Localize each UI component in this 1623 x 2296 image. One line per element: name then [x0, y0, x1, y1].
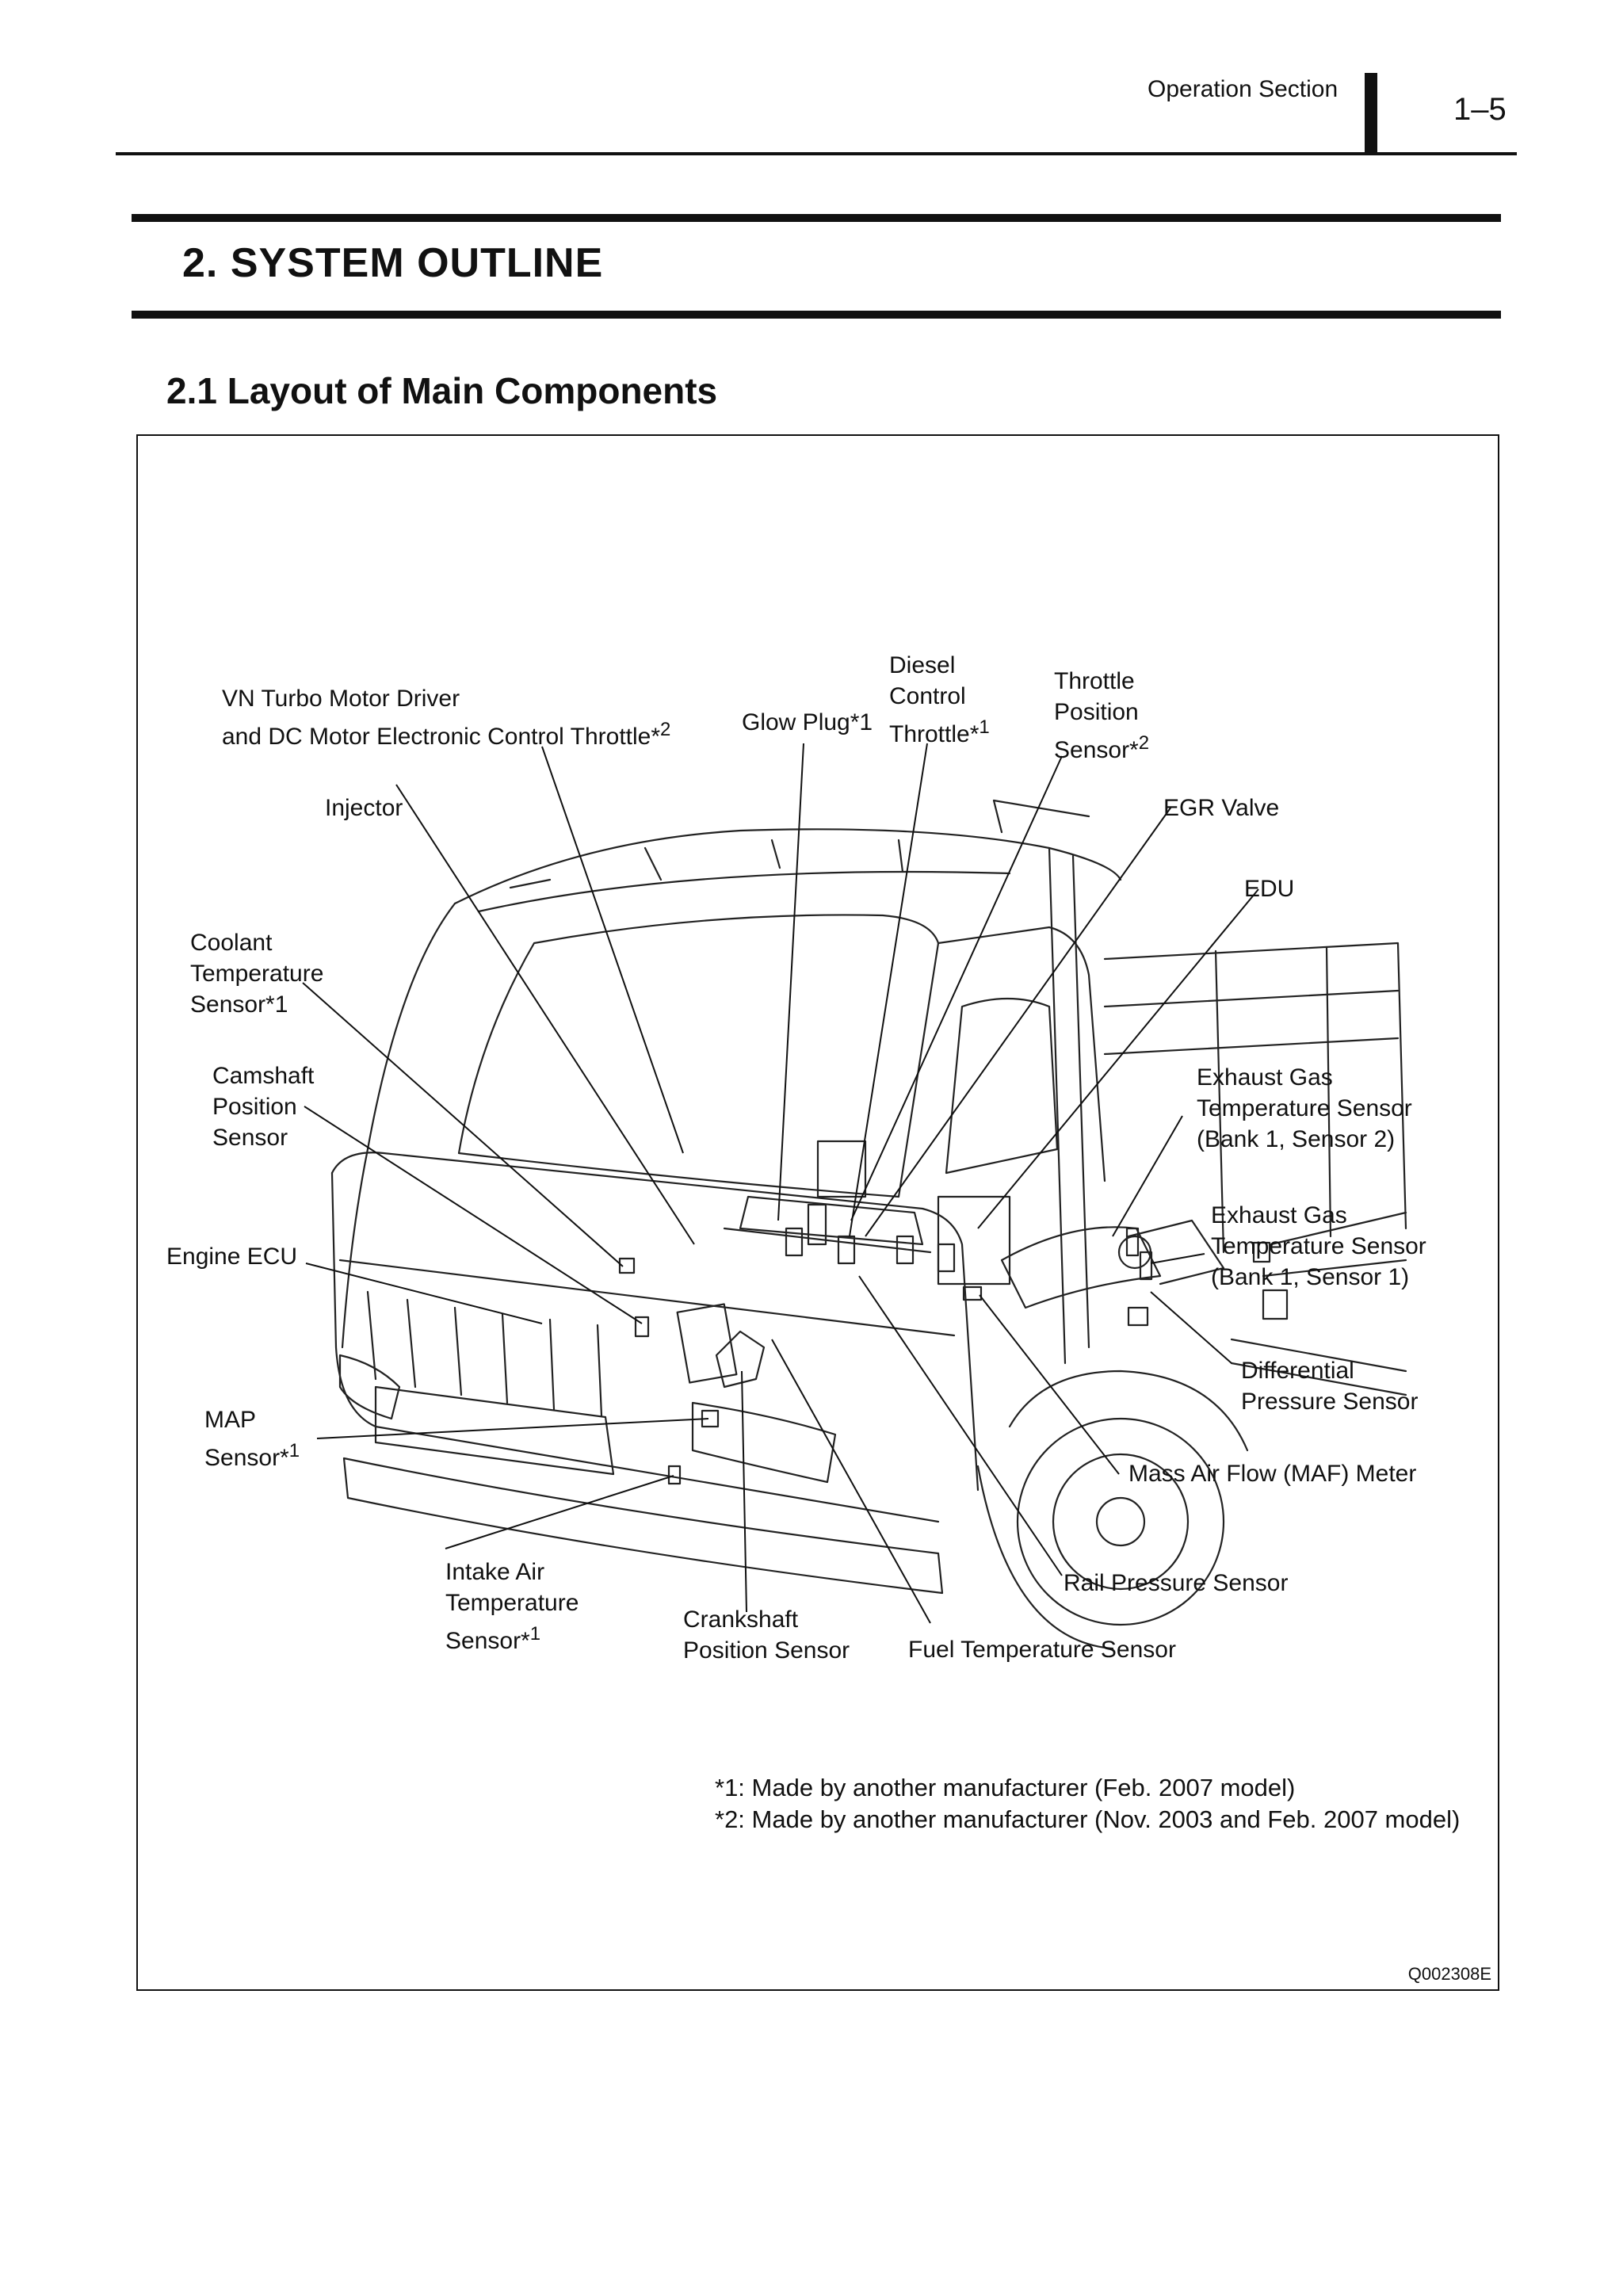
truck-illustration [330, 799, 1407, 1650]
label-fuel-temperature-sensor: Fuel Temperature Sensor [908, 1637, 1176, 1663]
label-rail-pressure-sensor: Rail Pressure Sensor [1064, 1570, 1289, 1596]
label-exhaust-gas-temp-sensor-2: Exhaust Gas Temperature Sensor (Bank 1, … [1197, 1064, 1412, 1152]
footnote-1: *1: Made by another manufacturer (Feb. 2… [715, 1774, 1296, 1801]
label-camshaft-position-sensor: Camshaft Position Sensor [212, 1063, 315, 1151]
label-differential-pressure-sensor: Differential Pressure Sensor [1241, 1358, 1419, 1415]
header-section-label: Operation Section [1148, 76, 1338, 102]
label-egr-valve: EGR Valve [1163, 795, 1280, 821]
label-vn-turbo: VN Turbo Motor Driver and DC Motor Elect… [222, 686, 671, 750]
page-title: 2. SYSTEM OUTLINE [182, 240, 604, 286]
label-intake-air-temp-sensor: Intake Air Temperature Sensor*1 [445, 1559, 579, 1654]
label-injector: Injector [325, 795, 403, 821]
label-crankshaft-position-sensor: Crankshaft Position Sensor [683, 1606, 850, 1664]
label-maf-meter: Mass Air Flow (MAF) Meter [1128, 1461, 1417, 1487]
label-coolant-temp-sensor: Coolant Temperature Sensor*1 [190, 930, 324, 1018]
label-engine-ecu: Engine ECU [166, 1244, 298, 1270]
figure-code: Q002308E [1407, 1964, 1491, 1984]
page-number: 1–5 [1453, 92, 1507, 127]
label-throttle-position-sensor: Throttle Position Sensor*2 [1054, 668, 1150, 763]
label-diesel-control-throttle: Diesel Control Throttle*1 [889, 652, 990, 747]
header-divider-bar [1365, 73, 1377, 154]
header-rule [116, 152, 1517, 155]
title-rule-bottom [132, 311, 1501, 319]
leader-lines [302, 743, 1259, 1624]
section-subtitle: 2.1 Layout of Main Components [166, 370, 718, 411]
label-edu: EDU [1244, 876, 1295, 902]
label-exhaust-gas-temp-sensor-1: Exhaust Gas Temperature Sensor (Bank 1, … [1211, 1202, 1426, 1290]
footnote-2: *2: Made by another manufacturer (Nov. 2… [715, 1805, 1461, 1833]
component-layout-figure: VN Turbo Motor Driver and DC Motor Elect… [136, 434, 1499, 1991]
title-rule-top [132, 214, 1501, 222]
label-map-sensor: MAP Sensor*1 [204, 1407, 300, 1471]
label-glow-plug: Glow Plug*1 [742, 709, 873, 735]
